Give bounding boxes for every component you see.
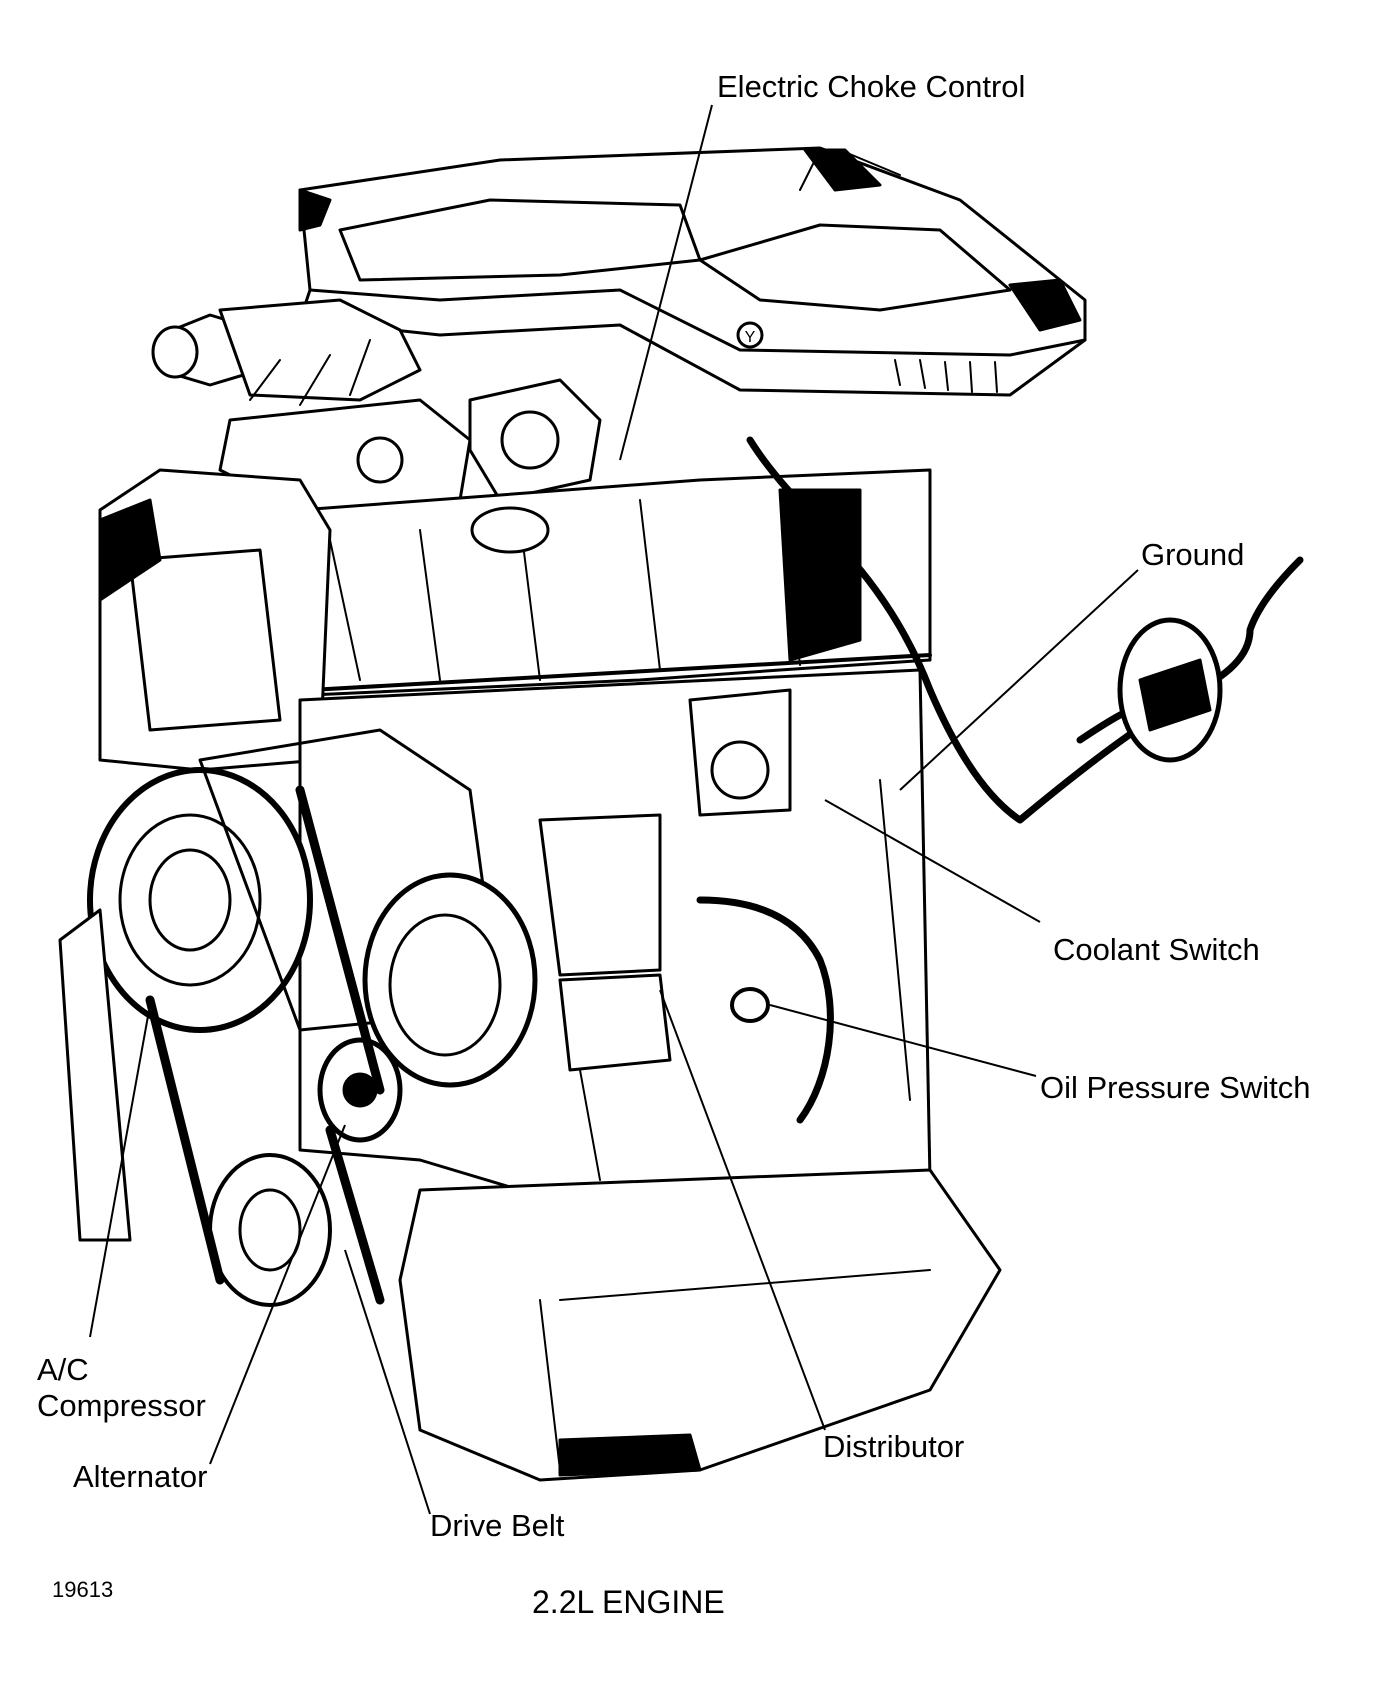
label-coolant-switch: Coolant Switch [1053, 932, 1260, 967]
oil-pressure-switch-part [730, 987, 770, 1023]
figure-number: 19613 [52, 1577, 114, 1602]
ac-compressor-part [58, 728, 502, 1242]
label-distributor: Distributor [823, 1429, 965, 1464]
valve-cover-mark: Y [745, 329, 756, 346]
oil-pan [398, 1168, 1002, 1482]
label-ac-compressor-line2: Compressor [37, 1388, 206, 1423]
connector-plug [1117, 617, 1223, 763]
air-cleaner [298, 146, 1087, 397]
crank-pulley [208, 1153, 332, 1307]
timing-cover [98, 468, 332, 772]
label-alternator: Alternator [73, 1459, 208, 1494]
diagram-caption: 2.2L ENGINE [532, 1584, 725, 1620]
label-oil-pressure-switch: Oil Pressure Switch [1040, 1070, 1311, 1105]
drive-belt-part [145, 785, 385, 1305]
leader-lines [89, 104, 1139, 1515]
label-electric-choke-control: Electric Choke Control [717, 69, 1026, 104]
label-drive-belt: Drive Belt [430, 1508, 565, 1543]
cylinder-head [298, 468, 932, 697]
label-ac-compressor-line1: A/C [37, 1352, 89, 1387]
valve-cover-mark-icon [736, 321, 764, 349]
distributor-part [558, 973, 672, 1181]
label-ground: Ground [1141, 537, 1245, 572]
